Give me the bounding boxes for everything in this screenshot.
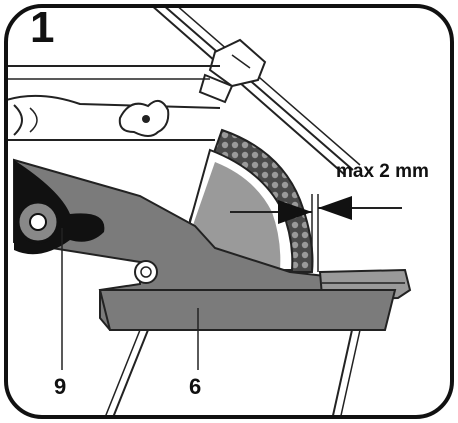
top-bolt: [198, 38, 267, 104]
step-number: 1: [30, 3, 55, 52]
star-knob: [118, 99, 170, 137]
dimension-indicator: [230, 194, 402, 272]
figure-frame: [4, 4, 454, 419]
callout-6: 6: [189, 374, 202, 399]
frame-bars: [6, 65, 221, 141]
support-rods: [103, 329, 361, 417]
callout-9: 9: [54, 374, 67, 399]
base-arm: [13, 158, 412, 331]
adjustment-knob: [14, 160, 105, 255]
diagonal-rods: [149, 6, 361, 176]
dimension-label: max 2 mm: [336, 161, 429, 182]
